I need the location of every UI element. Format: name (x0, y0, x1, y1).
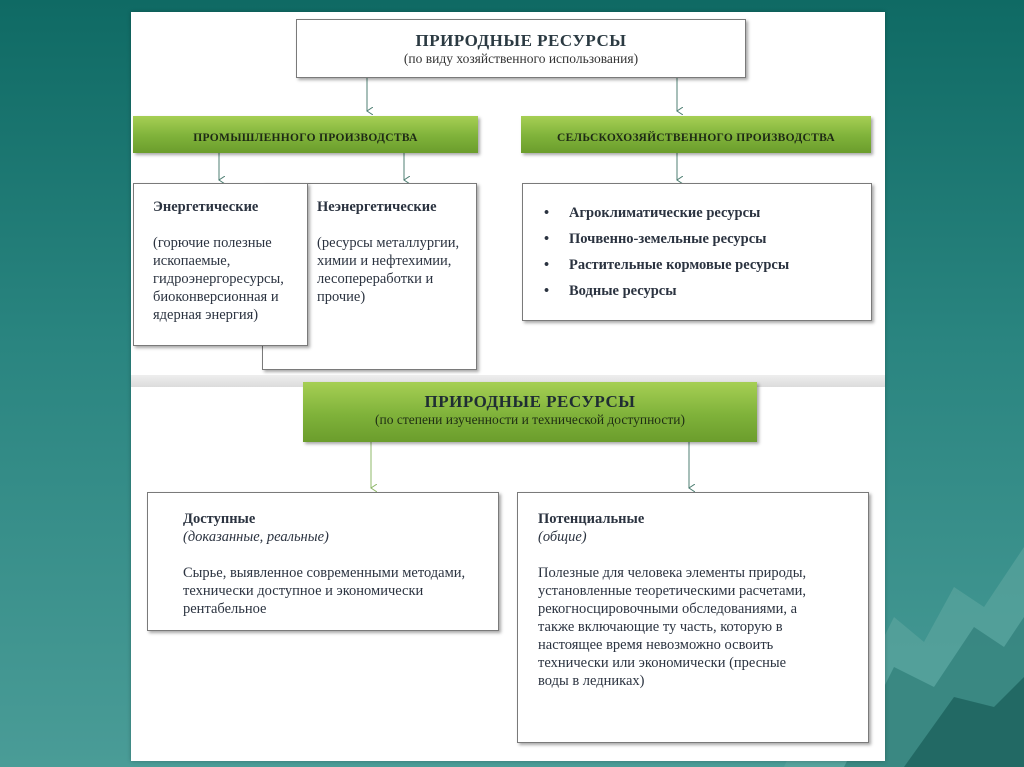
nonenergy-title: Неэнергетические (317, 199, 437, 215)
available-title: Доступные (183, 511, 256, 527)
available-subtitle: (доказанные, реальные) (183, 529, 329, 545)
industrial-header: ПРОМЫШЛЕННОГО ПРОИЗВОДСТВА (133, 116, 478, 153)
energy-box: Энергетические (горючие полезные ископае… (133, 183, 308, 346)
industrial-header-label: ПРОМЫШЛЕННОГО ПРОИЗВОДСТВА (193, 132, 418, 144)
available-box: Доступные (доказанные, реальные) Сырье, … (147, 492, 499, 631)
top-title: ПРИРОДНЫЕ РЕСУРСЫ (415, 31, 627, 50)
list-item: Почвенно-земельные ресурсы (544, 231, 861, 248)
nonenergy-text: (ресурсы металлургии, химии и нефтехимии… (317, 235, 460, 305)
agricultural-list: Агроклиматические ресурсы Почвенно-земел… (544, 205, 861, 300)
agricultural-list-box: Агроклиматические ресурсы Почвенно-земел… (522, 183, 872, 321)
list-item: Агроклиматические ресурсы (544, 205, 861, 222)
potential-subtitle: (общие) (538, 529, 587, 545)
list-item: Водные ресурсы (544, 283, 861, 300)
agricultural-header-label: СЕЛЬСКОХОЗЯЙСТВЕННОГО ПРОИЗВОДСТВА (557, 132, 835, 144)
available-text: Сырье, выявленное современными методами,… (183, 565, 466, 617)
top-title-box: ПРИРОДНЫЕ РЕСУРСЫ (по виду хозяйственног… (296, 19, 746, 78)
potential-text: Полезные для человека элементы природы, … (538, 565, 807, 689)
slide-sheet: ПРИРОДНЫЕ РЕСУРСЫ (по виду хозяйственног… (131, 12, 885, 761)
energy-text: (горючие полезные ископаемые, гидроэнерг… (153, 235, 284, 323)
energy-title: Энергетические (153, 199, 259, 215)
bottom-subtitle: (по степени изученности и технической до… (374, 412, 685, 427)
connector-arrows (131, 78, 885, 761)
potential-title: Потенциальные (538, 511, 645, 527)
bottom-title-box: ПРИРОДНЫЕ РЕСУРСЫ (по степени изученност… (303, 382, 757, 442)
top-subtitle: (по виду хозяйственного использования) (403, 51, 639, 66)
agricultural-header: СЕЛЬСКОХОЗЯЙСТВЕННОГО ПРОИЗВОДСТВА (521, 116, 871, 153)
bottom-title: ПРИРОДНЫЕ РЕСУРСЫ (424, 392, 636, 411)
potential-box: Потенциальные (общие) Полезные для челов… (517, 492, 869, 743)
list-item: Растительные кормовые ресурсы (544, 257, 861, 274)
